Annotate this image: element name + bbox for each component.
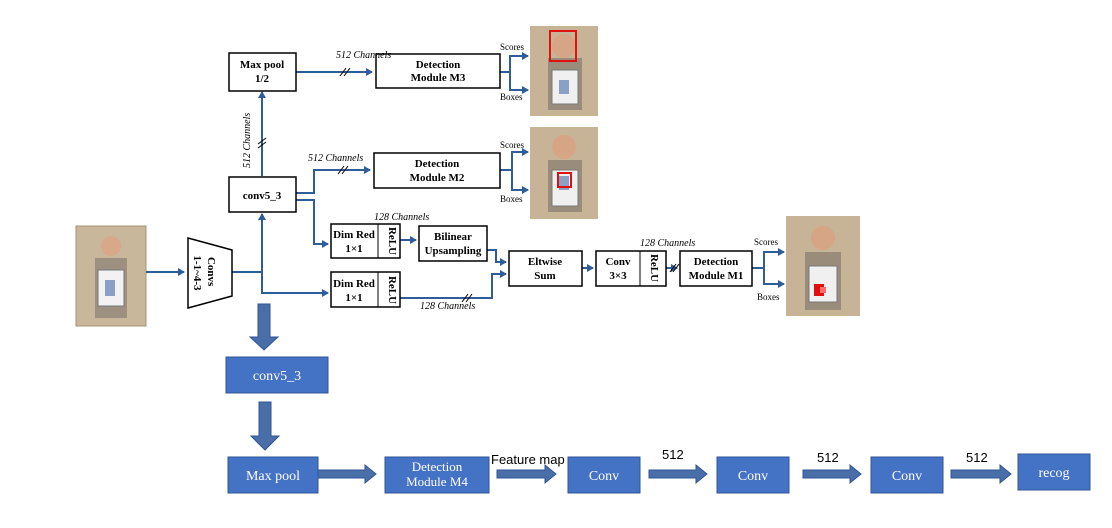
detection-m2-line1: Detection bbox=[415, 158, 460, 170]
channels-512-vertical: 512 Channels bbox=[242, 113, 253, 168]
boxes-label-m3: Boxes bbox=[500, 92, 523, 102]
convs-block: Convs 1-1~4-3 bbox=[187, 237, 233, 309]
eltwise-box: Eltwise Sum bbox=[508, 250, 583, 287]
detection-m1-box: Detection Module M1 bbox=[679, 250, 753, 287]
maxpool-box: Max pool 1/2 bbox=[228, 52, 297, 92]
input-photo bbox=[75, 225, 147, 327]
bottom-conv3-label: Conv bbox=[892, 469, 922, 484]
bottom-detection-box: Detection Module M4 bbox=[384, 456, 490, 494]
channels-128-m1: 128 Channels bbox=[640, 238, 695, 249]
bottom-detection-line1: Detection bbox=[412, 459, 463, 474]
relu-b-label: ReLU bbox=[386, 276, 398, 304]
bottom-detection-line2: Module M4 bbox=[406, 474, 468, 489]
eltwise-line2: Sum bbox=[534, 270, 555, 282]
maxpool-label: Max pool bbox=[240, 59, 284, 71]
dimred-a-line2: 1×1 bbox=[345, 243, 362, 255]
bottom-recog-box: recog bbox=[1017, 453, 1091, 491]
channels-512-m3: 512 Channels bbox=[336, 50, 391, 61]
channels-128-top: 128 Channels bbox=[374, 212, 429, 223]
boxes-label-m1: Boxes bbox=[757, 292, 780, 302]
conv33-line2: 3×3 bbox=[609, 270, 627, 282]
bilinear-line2: Upsampling bbox=[425, 245, 482, 257]
bottom-maxpool-box: Max pool bbox=[227, 456, 319, 494]
channels-128-bottom: 128 Channels bbox=[420, 301, 475, 312]
dimred-b-box: Dim Red 1×1 ReLU bbox=[330, 271, 401, 308]
bottom-recog-label: recog bbox=[1038, 466, 1069, 481]
maxpool-ratio: 1/2 bbox=[255, 73, 270, 85]
channels-512-m2: 512 Channels bbox=[308, 153, 363, 164]
dimred-b-line2: 1×1 bbox=[345, 292, 362, 304]
bottom-conv3-box: Conv bbox=[870, 456, 944, 494]
connectors bbox=[146, 52, 785, 299]
conv5-3-box: conv5_3 bbox=[228, 176, 297, 213]
channels-512-num2: 512 bbox=[817, 450, 839, 465]
bottom-maxpool-label: Max pool bbox=[246, 469, 300, 484]
convs-label-1: Convs bbox=[205, 257, 217, 287]
dimred-a-box: Dim Red 1×1 ReLU bbox=[330, 223, 401, 259]
relu-a-label: ReLU bbox=[386, 227, 398, 255]
eltwise-line1: Eltwise bbox=[528, 256, 562, 268]
detection-m3-box: Detection Module M3 bbox=[375, 53, 501, 89]
bilinear-line1: Bilinear bbox=[434, 231, 472, 243]
detection-m1-line2: Module M1 bbox=[689, 270, 744, 282]
detection-box-m3 bbox=[549, 30, 577, 62]
bottom-conv5-3-box: conv5_3 bbox=[225, 356, 329, 394]
scores-label-m1: Scores bbox=[754, 237, 778, 247]
boxes-label-m2: Boxes bbox=[500, 194, 523, 204]
relu-c-label: ReLU bbox=[648, 254, 660, 282]
output-photo-m2 bbox=[530, 127, 598, 219]
channel-slashes bbox=[257, 67, 680, 303]
detection-box-m2 bbox=[557, 172, 572, 188]
bottom-conv5-3-label: conv5_3 bbox=[253, 369, 301, 384]
detection-m3-line2: Module M3 bbox=[411, 72, 466, 84]
channels-512-num1: 512 bbox=[662, 447, 684, 462]
convs-label-2: 1-1~4-3 bbox=[191, 255, 203, 291]
bottom-conv1-box: Conv bbox=[567, 456, 641, 494]
svg-text:Convs 1-1~4-3: Convs 1-1~4-3 bbox=[191, 255, 217, 291]
detection-m1-line1: Detection bbox=[694, 256, 739, 268]
channels-512-num3: 512 bbox=[966, 450, 988, 465]
scores-label-m2: Scores bbox=[500, 140, 524, 150]
dimred-b-line1: Dim Red bbox=[333, 278, 375, 290]
output-photo-m1 bbox=[786, 216, 860, 316]
dimred-a-line1: Dim Red bbox=[333, 229, 375, 241]
conv33-box: Conv 3×3 ReLU bbox=[595, 250, 667, 287]
detection-m2-box: Detection Module M2 bbox=[373, 152, 501, 189]
conv33-line1: Conv bbox=[605, 256, 631, 268]
bottom-conv1-label: Conv bbox=[589, 469, 619, 484]
detection-m3-line1: Detection bbox=[416, 59, 461, 71]
feature-map-label: Feature map bbox=[491, 452, 565, 467]
output-photo-m3 bbox=[530, 26, 598, 116]
detection-box-m1 bbox=[814, 284, 824, 296]
scores-label-m3: Scores bbox=[500, 42, 524, 52]
bottom-conv2-box: Conv bbox=[716, 456, 790, 494]
bottom-conv2-label: Conv bbox=[738, 469, 768, 484]
bilinear-box: Bilinear Upsampling bbox=[418, 225, 488, 262]
conv5-3-label: conv5_3 bbox=[243, 190, 282, 202]
bottom-block-arrows bbox=[248, 303, 1012, 485]
detection-m2-line2: Module M2 bbox=[410, 172, 465, 184]
